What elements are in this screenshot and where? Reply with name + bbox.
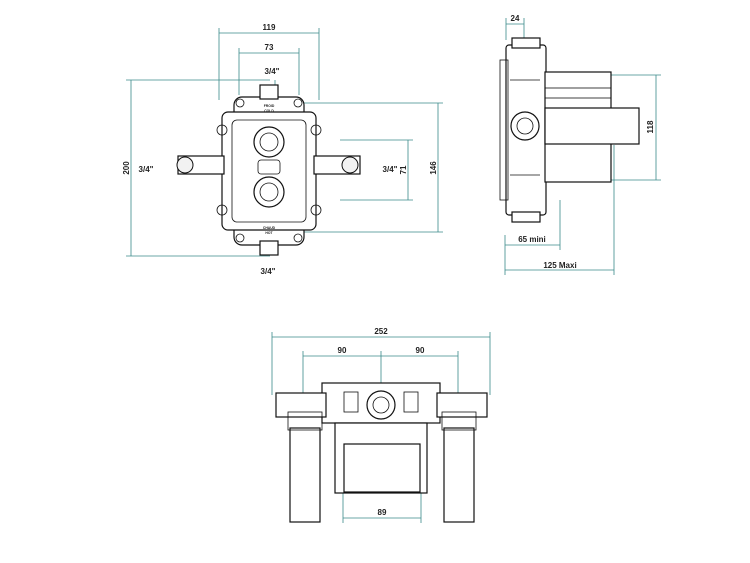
side-dimension-lines xyxy=(504,18,661,275)
dim-side-height: 118 xyxy=(646,120,655,133)
dim-right-offset: 90 xyxy=(416,346,425,355)
bottom-view: 252 90 90 89 xyxy=(271,327,491,523)
dim-width-inner: 73 xyxy=(265,43,274,52)
dim-box-width: 89 xyxy=(378,508,387,517)
svg-text:CHAUD: CHAUD xyxy=(263,226,276,230)
svg-text:COLD: COLD xyxy=(264,109,274,113)
dim-depth-max: 125 Maxi xyxy=(543,261,576,270)
dim-depth-min: 65 mini xyxy=(518,235,546,244)
dim-width-outer: 119 xyxy=(263,23,276,32)
dim-height-total: 200 xyxy=(122,161,131,175)
side-view: 24 118 65 mini 125 Maxi xyxy=(499,14,661,275)
svg-text:HOT: HOT xyxy=(265,231,273,235)
stamp-hot: CHAUD HOT xyxy=(263,226,276,235)
dim-height-body: 146 xyxy=(429,161,438,175)
thread-bottom-label: 3/4" xyxy=(261,267,276,276)
thread-left-label: 3/4" xyxy=(139,165,154,174)
front-dimension-lines xyxy=(126,28,443,257)
svg-text:FROID: FROID xyxy=(264,104,275,108)
mixer-body-bottom xyxy=(275,382,488,523)
mixer-body-front xyxy=(176,84,361,256)
front-view: FROID COLD CHAUD HOT 119 73 3/4" 200 146… xyxy=(122,23,443,276)
dim-total-width: 252 xyxy=(374,327,388,336)
dim-left-offset: 90 xyxy=(338,346,347,355)
dim-side-spacing: 71 xyxy=(399,165,408,174)
bottom-dimension-lines xyxy=(271,332,491,523)
thread-right-label: 3/4" xyxy=(383,165,398,174)
mixer-body-side xyxy=(499,37,640,223)
dim-side-top: 24 xyxy=(511,14,520,23)
thread-top-label: 3/4" xyxy=(265,67,280,76)
stamp-cold: FROID COLD xyxy=(264,104,275,113)
